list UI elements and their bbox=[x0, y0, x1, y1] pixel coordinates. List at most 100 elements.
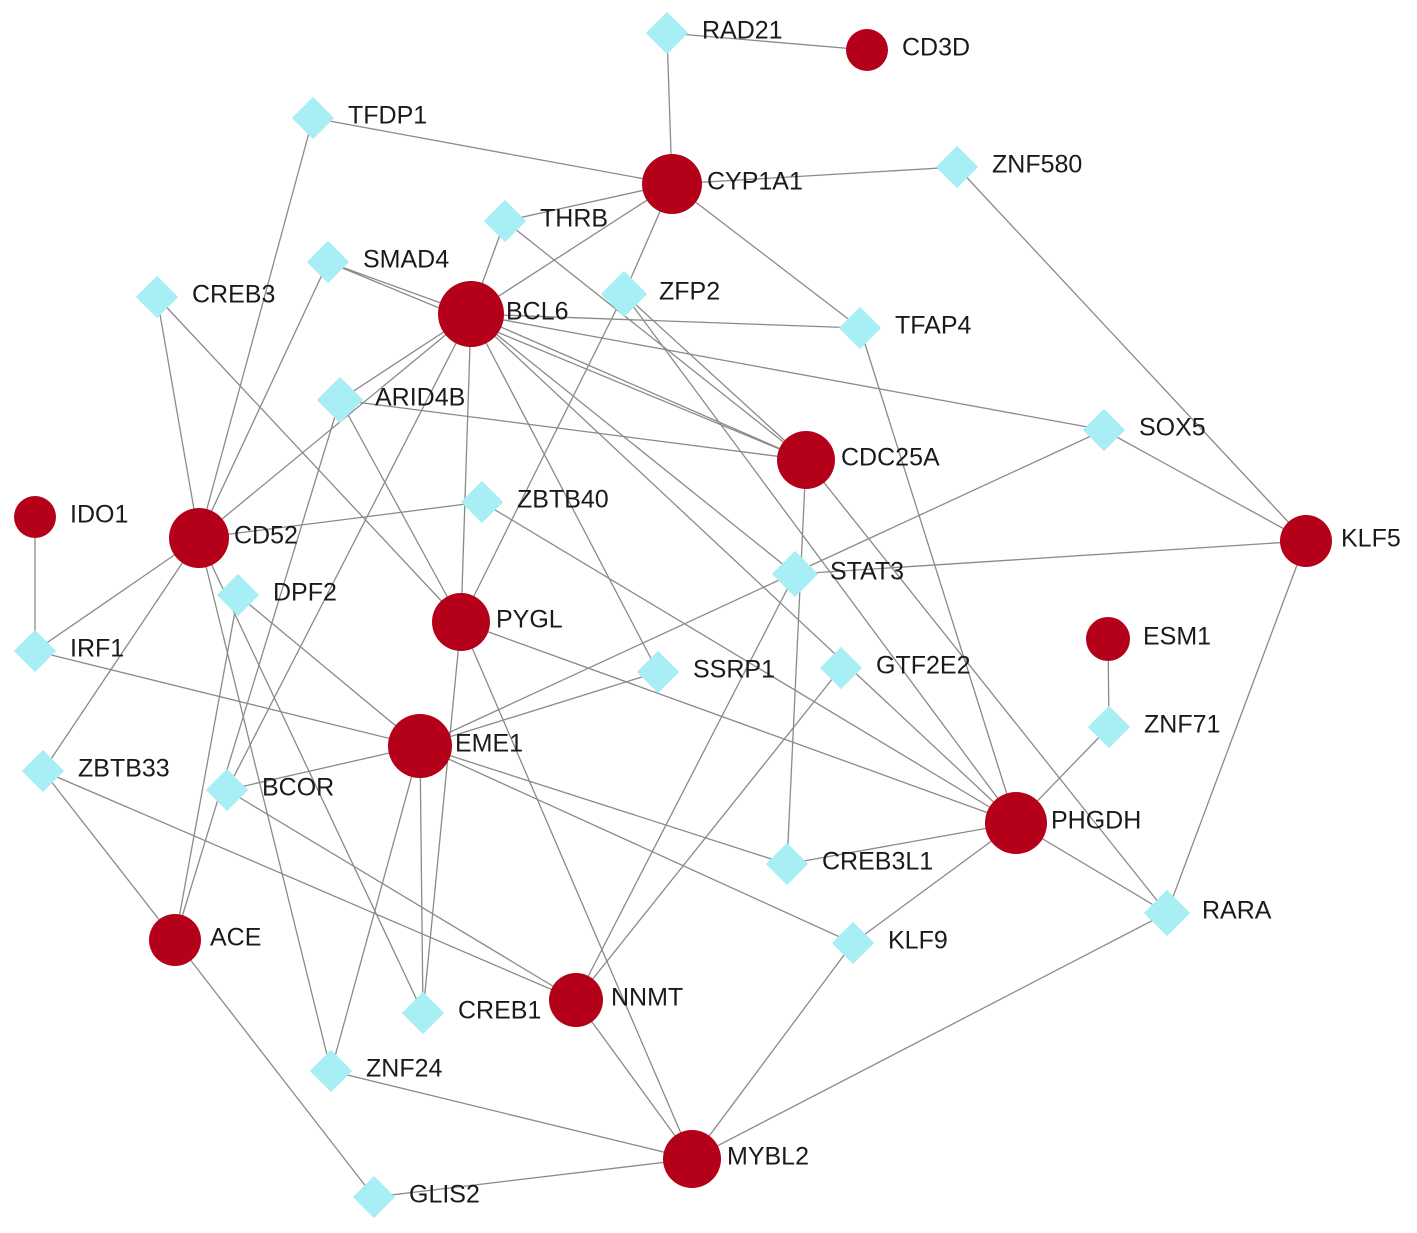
edge-phgdh-klf9 bbox=[852, 822, 1017, 944]
node-label-bcor: BCOR bbox=[262, 774, 334, 802]
gene-node-ace[interactable] bbox=[149, 914, 201, 966]
edge-creb3-pygl bbox=[156, 296, 462, 623]
node-label-nnmt: NNMT bbox=[611, 984, 683, 1012]
tf-node-sox5[interactable] bbox=[1082, 408, 1126, 452]
node-label-cd3d: CD3D bbox=[902, 34, 970, 62]
edge-irf1-eme1 bbox=[34, 650, 421, 747]
node-label-esm1: ESM1 bbox=[1143, 623, 1211, 651]
node-label-tfdp1: TFDP1 bbox=[348, 102, 427, 130]
gene-node-cyp1a1[interactable] bbox=[642, 154, 702, 214]
edge-znf24-mybl2 bbox=[330, 1070, 693, 1160]
edge-zbtb33-nnmt bbox=[42, 770, 577, 1001]
edge-bcl6-cdc25a bbox=[470, 313, 807, 461]
node-label-rad21: RAD21 bbox=[702, 17, 783, 45]
edge-dpf2-ace bbox=[174, 594, 239, 941]
edge-eme1-klf9 bbox=[419, 745, 854, 944]
edge-bcl6-bcor bbox=[226, 313, 472, 791]
edge-cd52-znf24 bbox=[198, 537, 332, 1072]
tf-node-znf580[interactable] bbox=[935, 145, 979, 189]
gene-node-cdc25a[interactable] bbox=[777, 431, 835, 489]
gene-node-pygl[interactable] bbox=[432, 593, 490, 651]
tf-node-creb3[interactable] bbox=[135, 275, 179, 319]
edge-smad4-cdc25a bbox=[327, 261, 807, 461]
edge-bcl6-sox5 bbox=[470, 313, 1105, 431]
edge-tfdp1-cyp1a1 bbox=[312, 117, 673, 185]
edge-cdc25a-rara bbox=[805, 459, 1168, 914]
edge-pygl-phgdh bbox=[460, 621, 1017, 824]
node-label-zbtb40: ZBTB40 bbox=[517, 486, 609, 514]
edge-eme1-znf24 bbox=[330, 745, 421, 1072]
tf-node-rad21[interactable] bbox=[645, 11, 689, 55]
gene-node-eme1[interactable] bbox=[388, 714, 452, 778]
node-label-klf9: KLF9 bbox=[888, 927, 948, 955]
edge-klf9-mybl2 bbox=[691, 942, 854, 1160]
edge-ace-glis2 bbox=[174, 939, 375, 1198]
edge-creb3-cd52 bbox=[156, 296, 200, 539]
tf-node-stat3[interactable] bbox=[771, 550, 819, 598]
node-label-creb3: CREB3 bbox=[192, 281, 275, 309]
edge-ssrp1-eme1 bbox=[419, 671, 659, 747]
gene-node-esm1[interactable] bbox=[1086, 617, 1130, 661]
gene-node-phgdh[interactable] bbox=[985, 792, 1047, 854]
node-label-sox5: SOX5 bbox=[1139, 414, 1206, 442]
tf-node-zfp2[interactable] bbox=[600, 270, 648, 318]
gene-node-nnmt[interactable] bbox=[549, 973, 603, 1027]
gene-node-cd3d[interactable] bbox=[846, 29, 888, 71]
edge-dpf2-eme1 bbox=[237, 594, 421, 747]
tf-node-creb3l1[interactable] bbox=[765, 842, 809, 886]
labels-layer: RAD21CD3DTFDP1CYP1A1ZNF580THRBSMAD4CREB3… bbox=[70, 17, 1401, 1209]
edge-nnmt-mybl2 bbox=[575, 999, 693, 1160]
edge-eme1-bcor bbox=[226, 745, 421, 791]
edge-bcl6-ssrp1 bbox=[470, 313, 659, 673]
edge-rad21-cd3d bbox=[666, 32, 868, 51]
tf-node-irf1[interactable] bbox=[13, 629, 57, 673]
tf-node-zbtb40[interactable] bbox=[460, 480, 504, 524]
tf-node-tfdp1[interactable] bbox=[291, 96, 335, 140]
edge-cyp1a1-znf580 bbox=[671, 166, 958, 185]
edge-cyp1a1-tfap4 bbox=[671, 183, 861, 329]
edge-bcl6-phgdh bbox=[470, 313, 1017, 824]
node-label-klf5: KLF5 bbox=[1341, 525, 1401, 553]
gene-node-cd52[interactable] bbox=[169, 508, 229, 568]
edge-sox5-klf5 bbox=[1103, 429, 1307, 542]
node-label-rara: RARA bbox=[1202, 897, 1272, 925]
gene-node-klf5[interactable] bbox=[1280, 515, 1332, 567]
edge-bcl6-stat3 bbox=[470, 313, 796, 575]
tf-node-ssrp1[interactable] bbox=[636, 650, 680, 694]
gene-node-bcl6[interactable] bbox=[438, 281, 504, 347]
tf-node-thrb[interactable] bbox=[483, 199, 527, 243]
node-label-znf71: ZNF71 bbox=[1144, 711, 1220, 739]
edge-gtf2e2-nnmt bbox=[575, 667, 842, 1001]
edge-cd52-irf1 bbox=[34, 537, 200, 652]
edge-thrb-cdc25a bbox=[504, 220, 807, 461]
node-label-stat3: STAT3 bbox=[830, 558, 904, 586]
tf-node-tfap4[interactable] bbox=[838, 306, 882, 350]
tf-node-dpf2[interactable] bbox=[216, 573, 260, 617]
tf-node-creb1[interactable] bbox=[401, 991, 445, 1035]
edge-pygl-mybl2 bbox=[460, 621, 693, 1160]
tf-node-arid4b[interactable] bbox=[316, 376, 364, 424]
gene-node-mybl2[interactable] bbox=[663, 1130, 721, 1188]
tf-node-bcor[interactable] bbox=[205, 768, 249, 812]
edge-stat3-nnmt bbox=[575, 573, 796, 1001]
edge-klf5-stat3 bbox=[794, 540, 1307, 575]
node-label-cd52: CD52 bbox=[234, 522, 298, 550]
tf-node-smad4[interactable] bbox=[306, 240, 350, 284]
gene-node-ido1[interactable] bbox=[14, 496, 56, 538]
edge-cd52-zbtb40 bbox=[198, 501, 483, 539]
tf-node-znf24[interactable] bbox=[309, 1049, 353, 1093]
tf-node-glis2[interactable] bbox=[352, 1175, 396, 1219]
edge-zbtb33-ace bbox=[42, 770, 176, 941]
node-label-smad4: SMAD4 bbox=[363, 246, 449, 274]
node-label-tfap4: TFAP4 bbox=[895, 312, 972, 340]
edge-bcl6-pygl bbox=[460, 313, 472, 623]
tf-node-klf9[interactable] bbox=[831, 921, 875, 965]
node-label-zfp2: ZFP2 bbox=[659, 278, 720, 306]
tf-node-rara[interactable] bbox=[1143, 889, 1191, 937]
tf-node-gtf2e2[interactable] bbox=[819, 646, 863, 690]
tf-node-zbtb33[interactable] bbox=[21, 749, 65, 793]
node-label-arid4b: ARID4B bbox=[375, 384, 465, 412]
edge-cd52-zbtb33 bbox=[42, 537, 200, 772]
